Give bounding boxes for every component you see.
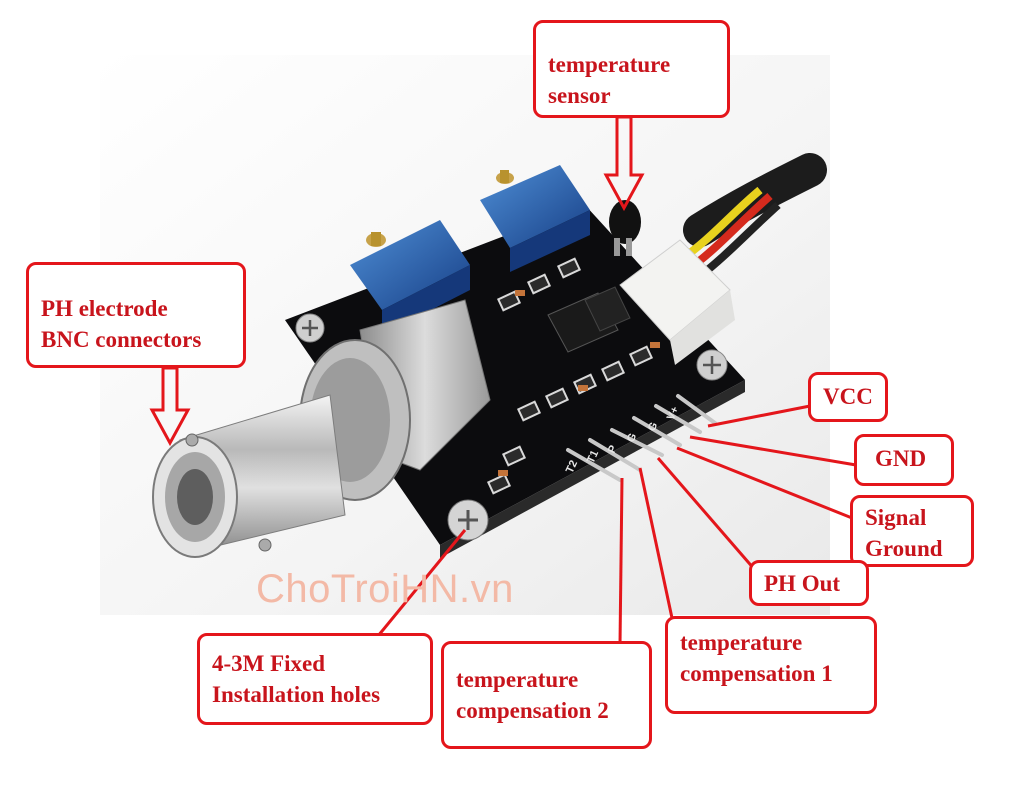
ic-chips [547, 286, 631, 353]
arrow-bnc [149, 366, 191, 447]
pin-label-1: T1 [585, 449, 601, 466]
callout-temperature-sensor-line-2: sensor [548, 83, 611, 108]
pin-label-2: P [606, 444, 620, 456]
callout-bnc-line-1: PH electrode [41, 296, 168, 321]
smd-capacitors [498, 290, 660, 476]
callout-ph-out: PH Out [749, 560, 869, 606]
header-pins [566, 394, 717, 482]
callout-holes-line-1: 4-3M Fixed [212, 651, 326, 676]
watermark-text: ChoTroiHN.vn [256, 567, 514, 611]
mounting-screws [295, 313, 728, 541]
potentiometer-right [480, 165, 590, 272]
bnc-connector [152, 299, 491, 558]
pcb-edge [440, 380, 745, 558]
temperature-sensor-chip [609, 200, 641, 256]
callout-vcc: VCC [808, 372, 888, 422]
callout-temperature-compensation-1: temperature compensation 1 [665, 616, 877, 714]
pin-label-5: V+ [665, 405, 682, 423]
callout-vcc-label: VCC [823, 384, 873, 409]
callout-temperature-sensor-line-1: temperature [548, 52, 671, 77]
callout-temp-comp-2-line-2: compensation 2 [456, 698, 609, 723]
callout-holes-line-2: Installation holes [212, 682, 381, 707]
callout-temperature-compensation-2: temperature compensation 2 [441, 641, 652, 749]
callout-bnc-connectors: PH electrode BNC connectors [26, 262, 246, 368]
callout-temperature-sensor: temperature sensor [533, 20, 730, 118]
callout-signal-ground: Signal Ground [850, 495, 974, 567]
pin-silkscreen: T2 T1 P G G V+ [564, 405, 682, 476]
callout-signal-ground-line-1: Signal [865, 505, 927, 530]
callout-temp-comp-1-line-1: temperature [680, 630, 803, 655]
leader-lines [376, 404, 857, 646]
callout-gnd: GND [854, 434, 954, 486]
callout-installation-holes: 4-3M Fixed Installation holes [197, 633, 433, 725]
arrow-temperature-sensor [603, 115, 645, 212]
callout-signal-ground-line-2: Ground [865, 536, 943, 561]
callout-temp-comp-2-line-1: temperature [456, 667, 579, 692]
callout-bnc-line-2: BNC connectors [41, 327, 202, 352]
callout-ph-out-label: PH Out [764, 571, 841, 596]
pin-label-0: T2 [564, 459, 580, 476]
callout-temp-comp-1-line-2: compensation 1 [680, 661, 833, 686]
jst-connector [619, 239, 735, 365]
callout-gnd-label: GND [875, 446, 927, 471]
